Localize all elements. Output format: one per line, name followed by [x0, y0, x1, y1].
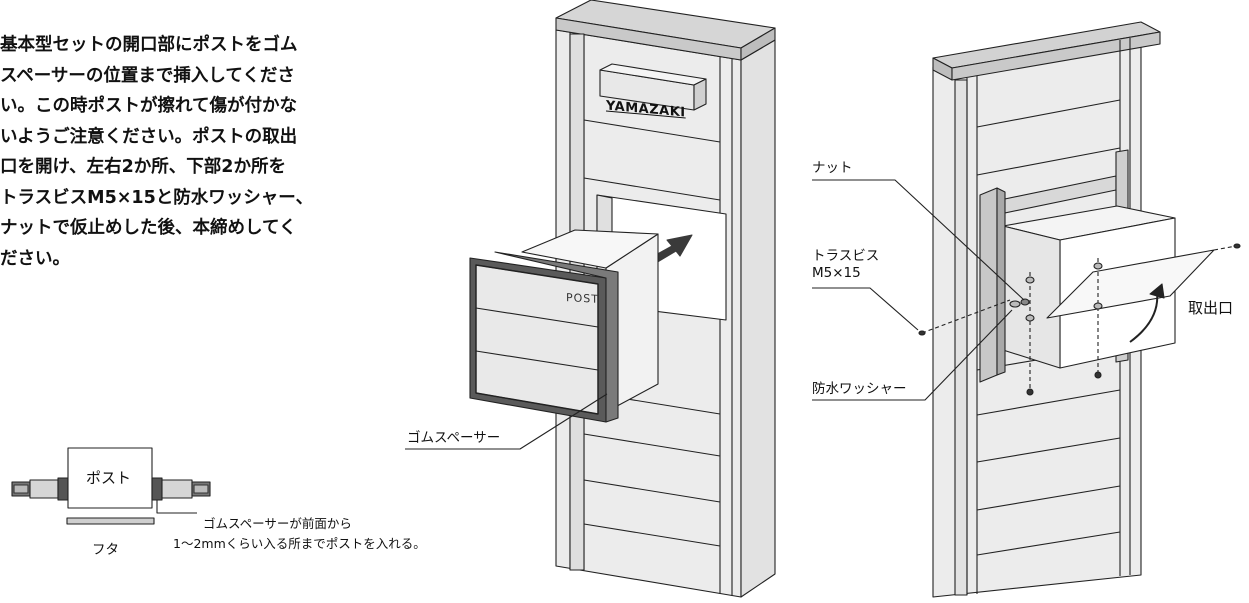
spacer-note-line2: 1～2mmくらい入る所までポストを入れる。 [173, 536, 426, 551]
instruction-line: トラスビスM5×15と防水ワッシャー、 [0, 187, 314, 208]
washer-label: 防水ワッシャー [812, 381, 907, 397]
post-mark: POST [566, 291, 599, 306]
instruction-text: 基本型セットの開口部にポストをゴム スペーサーの位置まで挿入してくださ い。この… [0, 30, 390, 274]
nut-label: ナット [812, 160, 853, 176]
screw-label: トラスビス [812, 248, 880, 264]
detail-sketch [11, 447, 211, 525]
instruction-line: 口を開け、左右2か所、下部2か所を [0, 157, 286, 177]
post-label: ポスト [86, 469, 132, 487]
front-view-pillar [405, 0, 776, 598]
spacer-note-line1: ゴムスペーサーが前面から [203, 516, 352, 531]
instruction-line: スペーサーの位置まで挿入してくださ [0, 65, 295, 86]
instruction-line: 基本型セットの開口部にポストをゴム [0, 35, 298, 55]
instruction-line: ナットで仮止めした後、本締めしてく [0, 218, 297, 238]
instruction-line: ださい。 [0, 248, 70, 269]
outlet-label: 取出口 [1188, 299, 1234, 317]
instruction-line: い。この時ポストが擦れて傷が付かな [0, 96, 297, 116]
rear-view-pillar [812, 21, 1241, 598]
rubber-spacer-label: ゴムスペーサー [407, 430, 501, 446]
instruction-line: いようご注意ください。ポストの取出 [0, 126, 298, 147]
screw-size-label: M5×15 [812, 265, 861, 281]
lid-label: フタ [92, 542, 119, 558]
